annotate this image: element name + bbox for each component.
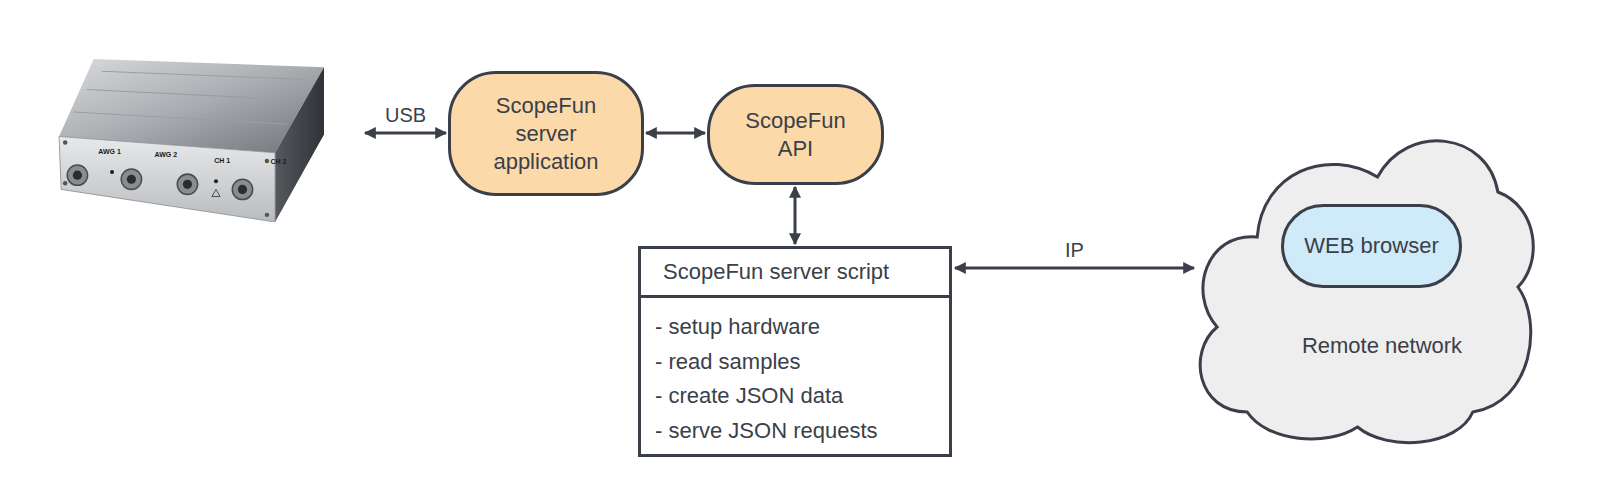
port-label: CH 2 bbox=[270, 158, 286, 165]
box-label: WEB browser bbox=[1304, 233, 1438, 259]
network-cloud: Remote network WEB browser bbox=[1187, 112, 1538, 448]
oscilloscope-device: AWG 1 AWG 2 CH 1 CH 2 bbox=[56, 56, 324, 222]
box-label: ScopeFun API bbox=[741, 107, 851, 163]
task-item: - setup hardware bbox=[641, 310, 949, 345]
script-box: ScopeFun server script- setup hardware- … bbox=[638, 246, 952, 457]
task-item: - serve JSON requests bbox=[641, 414, 949, 449]
box-label: ScopeFun server application bbox=[484, 92, 609, 176]
network-label: Remote network bbox=[1302, 333, 1462, 359]
task-list: - setup hardware- read samples- create J… bbox=[641, 298, 949, 448]
connector-arrow bbox=[365, 132, 446, 135]
connector-arrow bbox=[955, 267, 1194, 270]
port-label: AWG 2 bbox=[155, 150, 178, 157]
connector-arrow bbox=[794, 187, 797, 244]
connection-label: IP bbox=[1065, 239, 1084, 262]
port-label: CH 1 bbox=[214, 156, 230, 163]
device-illustration bbox=[56, 56, 324, 222]
box-heading: ScopeFun server script bbox=[641, 249, 949, 298]
component-box: ScopeFun server application bbox=[448, 71, 644, 196]
browser-box: WEB browser bbox=[1281, 204, 1462, 288]
port-label: AWG 1 bbox=[98, 147, 121, 154]
task-item: - create JSON data bbox=[641, 379, 949, 414]
connector-arrow bbox=[646, 132, 705, 135]
component-box: ScopeFun API bbox=[707, 84, 884, 185]
task-item: - read samples bbox=[641, 345, 949, 380]
connection-label: USB bbox=[385, 104, 426, 127]
